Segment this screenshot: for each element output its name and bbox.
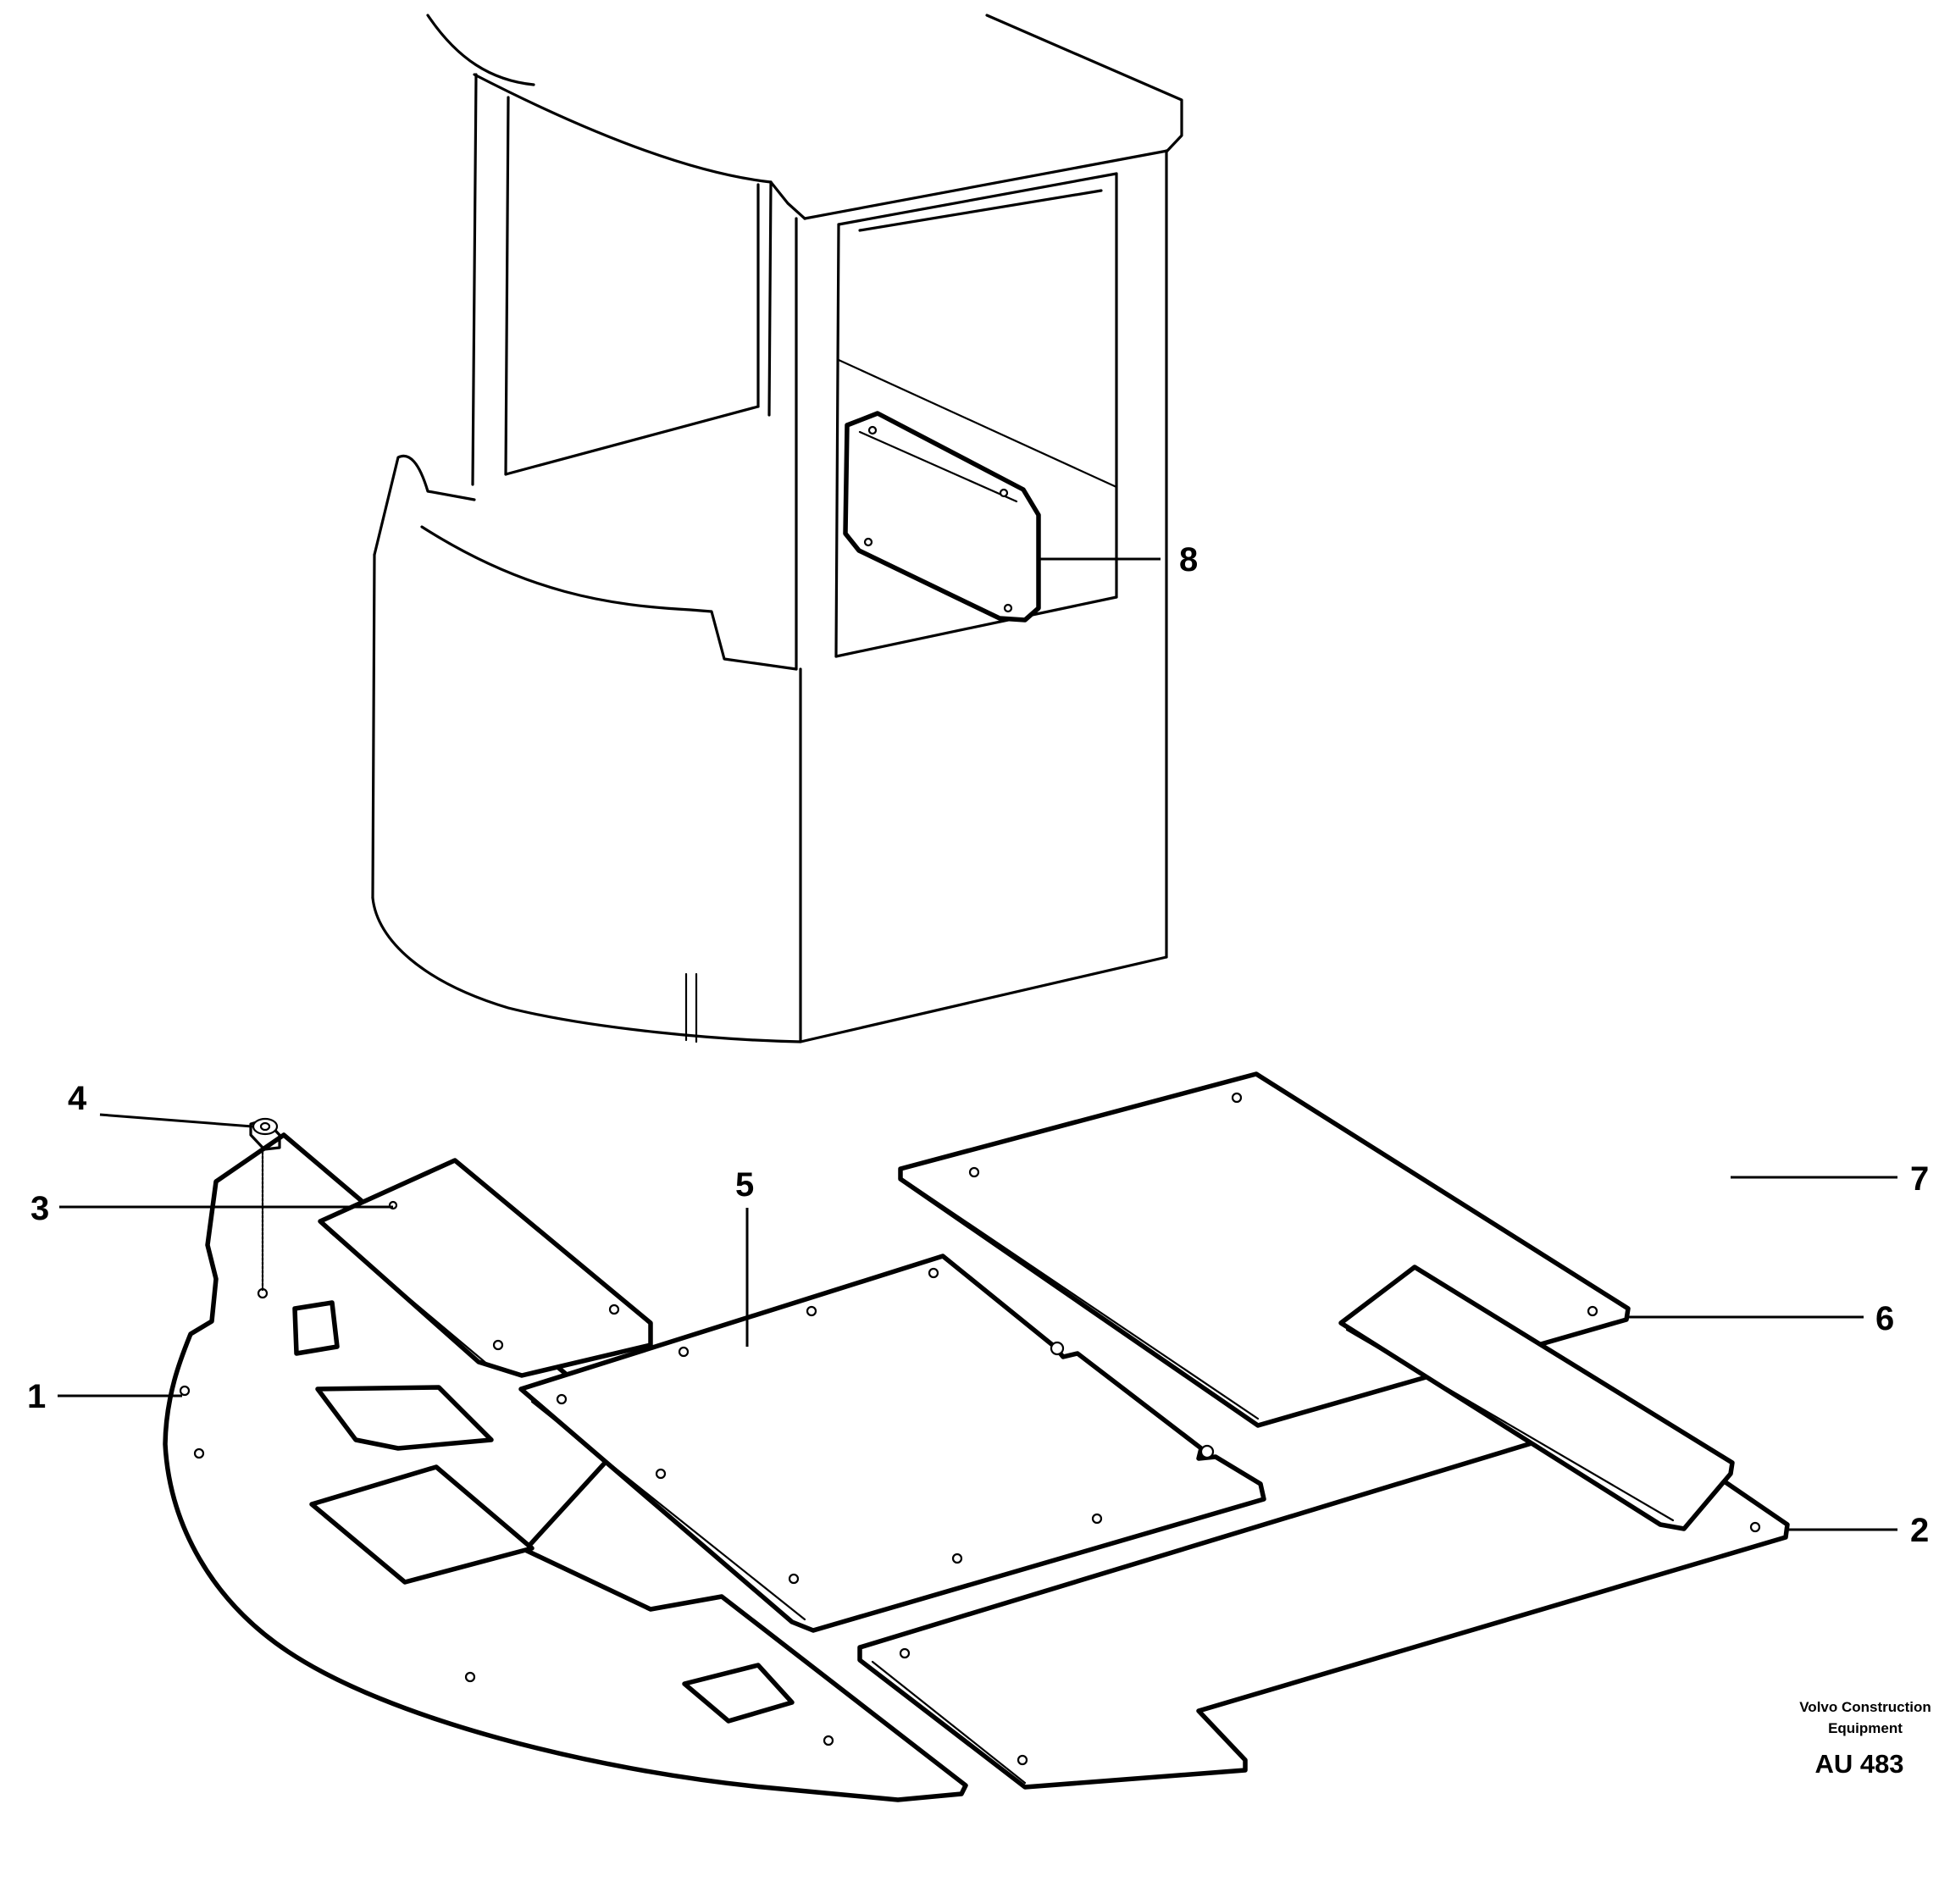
callout-4: 4 <box>68 1080 253 1128</box>
credit-line-1: Volvo Construction <box>1799 1699 1931 1715</box>
callout-3-label: 3 <box>30 1190 49 1227</box>
credit-block: Volvo Construction Equipment AU 483 <box>1799 1699 1931 1779</box>
callout-5: 5 <box>735 1166 754 1347</box>
callout-5-label: 5 <box>735 1166 754 1204</box>
callout-4-label: 4 <box>68 1080 87 1117</box>
callout-6: 6 <box>1628 1300 1894 1337</box>
drawing-code: AU 483 <box>1814 1749 1903 1779</box>
callout-8: 8 <box>1039 541 1198 578</box>
part-3-floor-panel <box>318 1158 653 1378</box>
callout-8-label: 8 <box>1179 541 1198 578</box>
callout-1-label: 1 <box>27 1378 46 1415</box>
credit-line-2: Equipment <box>1828 1720 1903 1736</box>
callout-1: 1 <box>27 1378 182 1415</box>
part-4-nut-fastener <box>249 1117 281 1293</box>
callout-2-label: 2 <box>1910 1512 1929 1549</box>
callout-2: 2 <box>1787 1512 1929 1549</box>
callout-7: 7 <box>1731 1160 1929 1198</box>
cab-illustration <box>371 14 1183 1043</box>
callout-6-label: 6 <box>1875 1300 1894 1337</box>
part-7-floor-mat <box>1338 1265 1735 1531</box>
callout-3: 3 <box>30 1190 393 1227</box>
callout-7-label: 7 <box>1910 1160 1929 1198</box>
floor-panels <box>163 1071 1790 1802</box>
part-1-floor-plate <box>163 1132 968 1802</box>
